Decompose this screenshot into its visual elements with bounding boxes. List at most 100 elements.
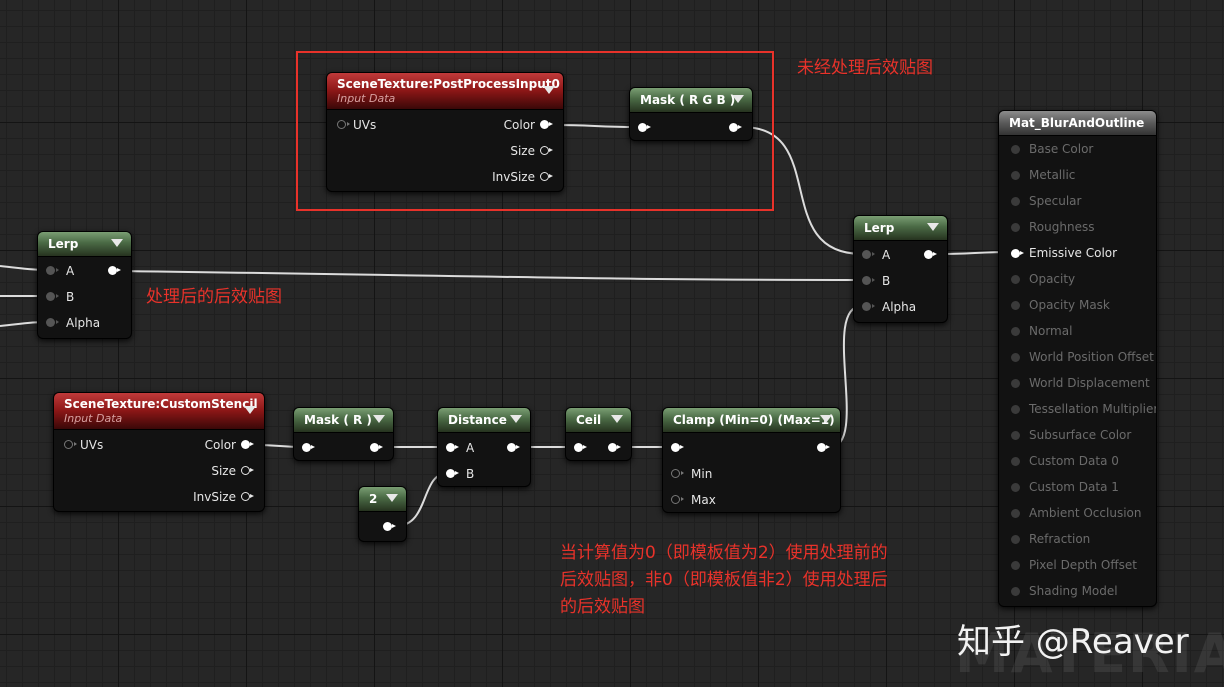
pin-output-icon[interactable] (241, 466, 254, 475)
material-input-opacity-mask[interactable]: Opacity Mask (1011, 298, 1110, 312)
pin-input-icon[interactable] (1011, 587, 1020, 596)
node-ceil[interactable]: Ceil (565, 407, 632, 461)
material-input-refraction[interactable]: Refraction (1011, 532, 1090, 546)
pin-input-icon[interactable] (638, 123, 651, 132)
pin-input-icon[interactable] (1011, 379, 1020, 388)
pin-output-icon[interactable] (817, 443, 830, 452)
node-header[interactable]: SceneTexture:PostProcessInput0 Input Dat… (327, 73, 563, 110)
pin-input-icon[interactable] (1011, 457, 1020, 466)
material-input-ambient-occlusion[interactable]: Ambient Occlusion (1011, 506, 1141, 520)
collapse-arrow-icon[interactable] (732, 95, 744, 103)
pin-input-icon[interactable] (671, 469, 684, 478)
material-input-normal[interactable]: Normal (1011, 324, 1072, 338)
material-input-pixel-depth-offset[interactable]: Pixel Depth Offset (1011, 558, 1137, 572)
pin-input-icon[interactable] (1011, 275, 1020, 284)
pin-input-icon[interactable] (46, 292, 59, 301)
pin-input-icon[interactable] (1011, 145, 1020, 154)
node-scenetexture-postprocess[interactable]: SceneTexture:PostProcessInput0 Input Dat… (326, 72, 564, 192)
node-header[interactable]: Distance (438, 408, 530, 433)
node-header[interactable]: Mask ( R ) (294, 408, 393, 433)
node-header[interactable]: Mask ( R G B ) (630, 88, 752, 113)
pin-output-icon[interactable] (540, 120, 553, 129)
pin-label: Color (503, 118, 535, 132)
pin-input-icon[interactable] (1011, 431, 1020, 440)
pin-input-icon[interactable] (1011, 561, 1020, 570)
collapse-arrow-icon[interactable] (510, 415, 522, 423)
material-input-opacity[interactable]: Opacity (1011, 272, 1075, 286)
pin-output-icon[interactable] (540, 146, 553, 155)
node-header[interactable]: Mat_BlurAndOutline (999, 111, 1156, 136)
node-clamp[interactable]: Clamp (Min=0) (Max=1) Min Max (662, 407, 841, 513)
material-input-custom-data-1[interactable]: Custom Data 1 (1011, 480, 1119, 494)
pin-output-icon[interactable] (507, 443, 520, 452)
node-header[interactable]: 2 (359, 487, 406, 512)
pin-input-icon[interactable] (1011, 327, 1020, 336)
material-input-world-position-offset[interactable]: World Position Offset (1011, 350, 1154, 364)
material-input-metallic[interactable]: Metallic (1011, 168, 1075, 182)
collapse-arrow-icon[interactable] (543, 86, 555, 94)
pin-input-icon[interactable] (1011, 249, 1024, 258)
material-input-emissive-color[interactable]: Emissive Color (1011, 246, 1117, 260)
material-input-roughness[interactable]: Roughness (1011, 220, 1094, 234)
pin-input-icon[interactable] (446, 469, 459, 478)
pin-input-icon[interactable] (1011, 483, 1020, 492)
pin-input-icon[interactable] (46, 318, 59, 327)
pin-input-icon[interactable] (862, 250, 875, 259)
node-header[interactable]: Clamp (Min=0) (Max=1) (663, 408, 840, 433)
pin-input-icon[interactable] (574, 443, 587, 452)
material-input-subsurface-color[interactable]: Subsurface Color (1011, 428, 1131, 442)
pin-input-icon[interactable] (1011, 197, 1020, 206)
pin-input-icon[interactable] (1011, 509, 1020, 518)
node-distance[interactable]: Distance A B (437, 407, 531, 487)
node-lerp-left[interactable]: Lerp A B Alpha (37, 231, 132, 339)
pin-output-icon[interactable] (383, 522, 396, 531)
pin-output-icon[interactable] (370, 443, 383, 452)
collapse-arrow-icon[interactable] (611, 415, 623, 423)
node-scenetexture-customstencil[interactable]: SceneTexture:CustomStencil Input Data UV… (53, 392, 265, 512)
pin-input-icon[interactable] (1011, 223, 1020, 232)
pin-input-icon[interactable] (862, 276, 875, 285)
pin-input-icon[interactable] (64, 440, 77, 449)
node-header[interactable]: SceneTexture:CustomStencil Input Data (54, 393, 264, 430)
material-input-tessellation-multiplier[interactable]: Tessellation Multiplier (1011, 402, 1156, 416)
node-header[interactable]: Ceil (566, 408, 631, 433)
collapse-arrow-icon[interactable] (820, 415, 832, 423)
pin-input-icon[interactable] (337, 120, 350, 129)
pin-output-icon[interactable] (729, 123, 742, 132)
pin-output-icon[interactable] (608, 443, 621, 452)
pin-output-icon[interactable] (108, 266, 121, 275)
pin-output-icon[interactable] (924, 250, 937, 259)
pin-output-icon[interactable] (241, 492, 254, 501)
node-header[interactable]: Lerp (854, 216, 947, 241)
pin-input-icon[interactable] (1011, 535, 1020, 544)
pin-output-icon[interactable] (241, 440, 254, 449)
material-input-specular[interactable]: Specular (1011, 194, 1081, 208)
pin-output-icon[interactable] (540, 172, 553, 181)
pin-input-icon[interactable] (671, 495, 684, 504)
pin-input-icon[interactable] (302, 443, 315, 452)
node-constant-2[interactable]: 2 (358, 486, 407, 542)
collapse-arrow-icon[interactable] (386, 494, 398, 502)
node-mask-rgb[interactable]: Mask ( R G B ) (629, 87, 753, 141)
node-header[interactable]: Lerp (38, 232, 131, 257)
pin-input-icon[interactable] (446, 443, 459, 452)
pin-input-icon[interactable] (1011, 301, 1020, 310)
pin-input-icon[interactable] (1011, 405, 1020, 414)
material-input-custom-data-0[interactable]: Custom Data 0 (1011, 454, 1119, 468)
node-lerp-right[interactable]: Lerp A B Alpha (853, 215, 948, 323)
collapse-arrow-icon[interactable] (244, 406, 256, 414)
material-input-world-displacement[interactable]: World Displacement (1011, 376, 1150, 390)
node-mask-r[interactable]: Mask ( R ) (293, 407, 394, 461)
collapse-arrow-icon[interactable] (373, 415, 385, 423)
pin-input-icon[interactable] (46, 266, 59, 275)
collapse-arrow-icon[interactable] (927, 223, 939, 231)
pin-input-icon[interactable] (1011, 353, 1020, 362)
material-input-shading-model[interactable]: Shading Model (1011, 584, 1118, 598)
pin-input-icon[interactable] (862, 302, 875, 311)
pin-input-icon[interactable] (671, 443, 684, 452)
material-input-base-color[interactable]: Base Color (1011, 142, 1093, 156)
pin-label: B (66, 290, 75, 304)
pin-input-icon[interactable] (1011, 171, 1020, 180)
collapse-arrow-icon[interactable] (111, 239, 123, 247)
